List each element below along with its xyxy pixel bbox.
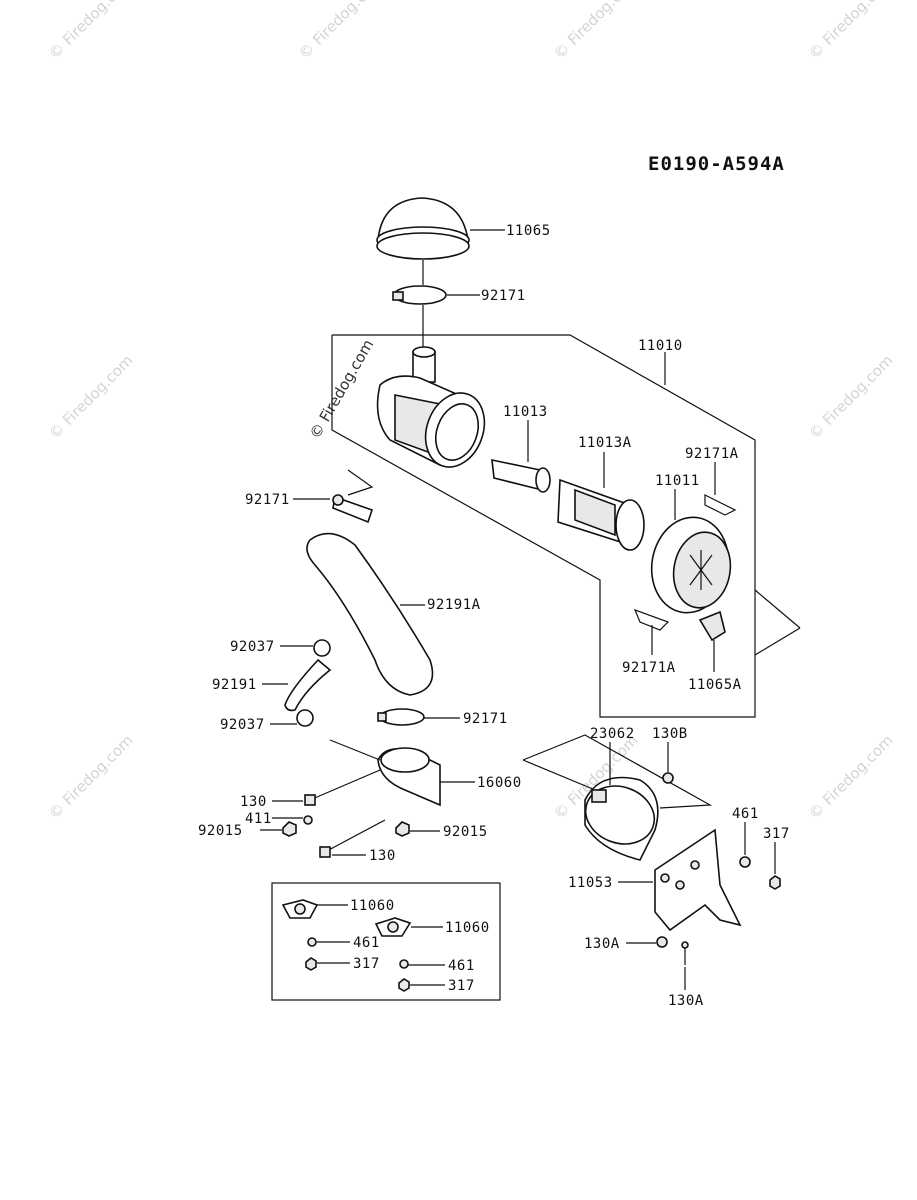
watermark: © Firedog.com bbox=[805, 731, 897, 823]
bolt-130B bbox=[662, 772, 674, 784]
part-label-461-inset-a: 461 bbox=[353, 935, 380, 951]
part-label-11010: 11010 bbox=[638, 338, 683, 354]
bolts-130A bbox=[656, 936, 689, 965]
part-label-92037-bottom: 92037 bbox=[220, 717, 265, 733]
part-label-130-bottom: 130 bbox=[369, 848, 396, 864]
part-label-92171A-top: 92171A bbox=[685, 446, 739, 462]
part-label-92037-top: 92037 bbox=[230, 639, 275, 655]
part-label-461-right: 461 bbox=[732, 806, 759, 822]
watermark: © Firedog.com bbox=[45, 731, 137, 823]
part-label-11011: 11011 bbox=[655, 473, 700, 489]
inner-filter-element bbox=[491, 458, 551, 493]
part-label-317-right: 317 bbox=[763, 826, 790, 842]
air-cleaner-cap bbox=[376, 197, 470, 260]
part-label-317-inset-a: 317 bbox=[353, 956, 380, 972]
part-label-411: 411 bbox=[245, 811, 272, 827]
watermark: © Firedog.com bbox=[45, 0, 137, 63]
part-label-92015-left: 92015 bbox=[198, 823, 243, 839]
assembly-bracket-11010 bbox=[331, 334, 801, 718]
mount-bolts bbox=[282, 769, 410, 858]
part-label-317-inset-b: 317 bbox=[448, 978, 475, 994]
watermark: © Firedog.com bbox=[45, 351, 137, 443]
part-label-92191: 92191 bbox=[212, 677, 257, 693]
hose-clip-top bbox=[313, 639, 331, 657]
watermark: © Firedog.com bbox=[805, 0, 897, 63]
hose-clamp-middle bbox=[377, 708, 425, 726]
part-label-92171A-bottom: 92171A bbox=[622, 660, 676, 676]
part-label-92171-left: 92171 bbox=[245, 492, 290, 508]
cover-clip-top bbox=[704, 494, 737, 516]
part-label-11060-b: 11060 bbox=[445, 920, 490, 936]
air-cleaner-cover bbox=[650, 516, 732, 614]
heat-shield bbox=[584, 776, 659, 861]
part-label-11060-a: 11060 bbox=[350, 898, 395, 914]
cover-clip-bottom bbox=[633, 608, 670, 631]
part-label-92191A: 92191A bbox=[427, 597, 481, 613]
part-label-130A-bottom: 130A bbox=[668, 993, 704, 1009]
part-label-16060: 16060 bbox=[477, 775, 522, 791]
part-label-11065A: 11065A bbox=[688, 677, 742, 693]
adapter-body bbox=[377, 747, 441, 807]
hose-clip-bottom bbox=[296, 709, 314, 727]
part-label-461-inset-b: 461 bbox=[448, 958, 475, 974]
air-cleaner-housing bbox=[376, 346, 486, 468]
part-label-130B: 130B bbox=[652, 726, 688, 742]
watermark: © Firedog.com bbox=[805, 351, 897, 443]
part-label-11013A: 11013A bbox=[578, 435, 632, 451]
part-label-92015-right: 92015 bbox=[443, 824, 488, 840]
part-label-130A-left: 130A bbox=[584, 936, 620, 952]
vacuator-valve bbox=[698, 610, 726, 642]
outer-filter-element bbox=[557, 478, 645, 551]
part-label-130-left: 130 bbox=[240, 794, 267, 810]
part-label-23062: 23062 bbox=[590, 726, 635, 742]
part-label-92171-top: 92171 bbox=[481, 288, 526, 304]
watermark-center: © Firedog.com bbox=[306, 336, 377, 442]
air-intake-hose bbox=[306, 532, 434, 696]
watermark: © Firedog.com bbox=[295, 0, 387, 63]
reference-code: E0190-A594A bbox=[648, 153, 785, 175]
watermark: © Firedog.com bbox=[550, 0, 642, 63]
breather-hose bbox=[284, 658, 332, 712]
hose-clamp-left bbox=[332, 494, 374, 524]
washer-nut-right bbox=[739, 856, 781, 890]
part-label-11013: 11013 bbox=[503, 404, 548, 420]
gasket-kit-inset bbox=[271, 882, 501, 1001]
mounting-bracket bbox=[654, 828, 742, 932]
hose-clamp-top bbox=[392, 285, 447, 305]
part-label-92171-mid: 92171 bbox=[463, 711, 508, 727]
part-label-11065: 11065 bbox=[506, 223, 551, 239]
part-label-11053: 11053 bbox=[568, 875, 613, 891]
